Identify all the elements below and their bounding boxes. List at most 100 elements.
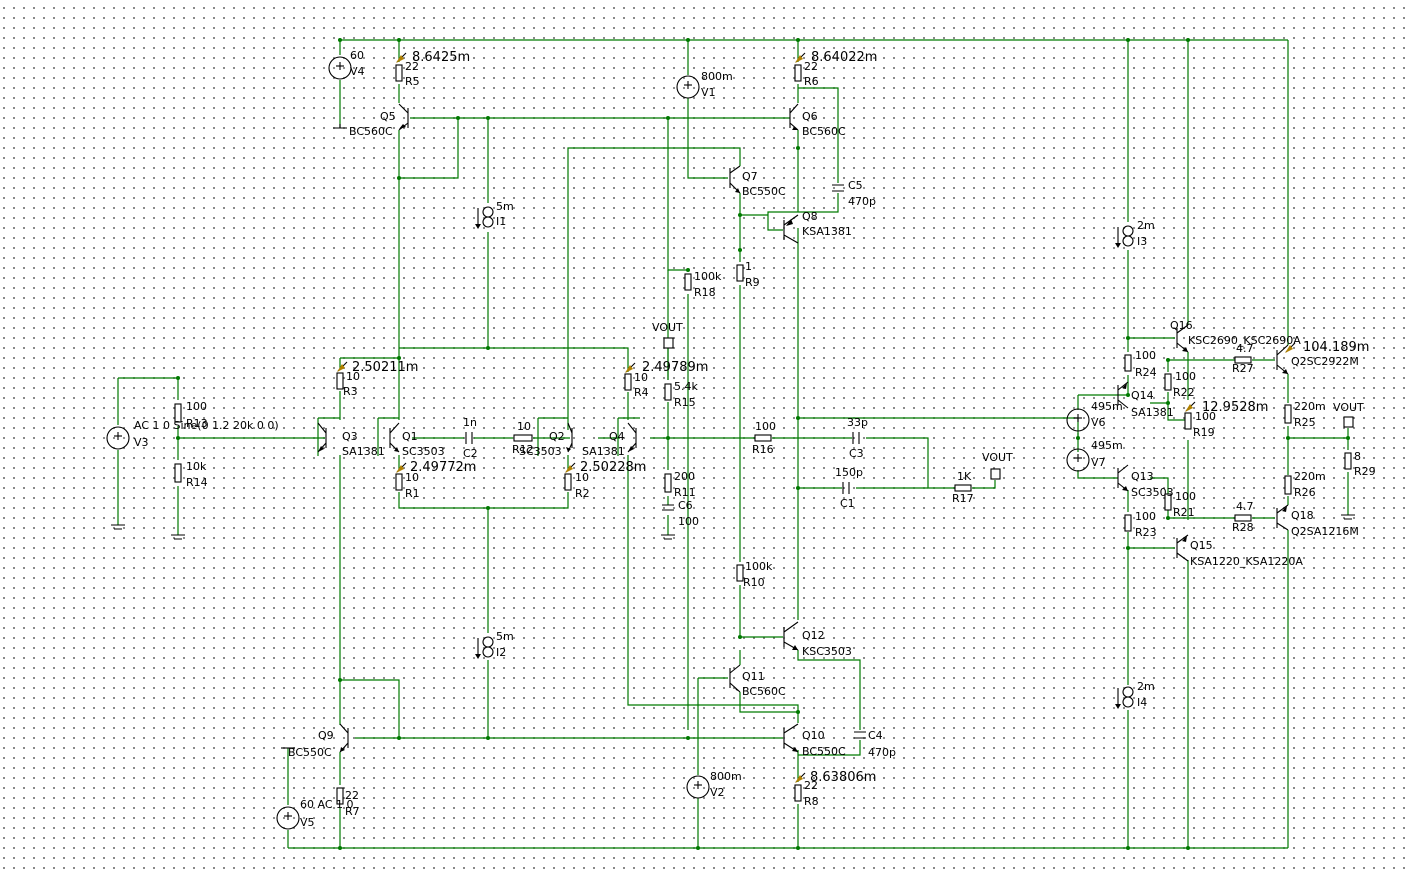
label-R8-value: 22 <box>804 779 818 792</box>
label-I3-value: 2m <box>1137 219 1155 232</box>
label-R21-value: 100 <box>1175 490 1196 503</box>
label-R3-value: 10 <box>346 370 360 383</box>
ground-icon <box>661 534 675 540</box>
label-V2-ref: V2 <box>710 786 725 799</box>
label-R21-ref: R21 <box>1173 506 1195 519</box>
label-R16-ref: R16 <box>752 443 774 456</box>
label-Q1-ref: Q1 <box>402 430 418 443</box>
label-R15-value: 5.4k <box>674 380 698 393</box>
transistor-Q1 <box>389 422 400 453</box>
capacitor-C1 <box>842 482 850 494</box>
ground-icon <box>171 534 185 540</box>
probe-icon <box>396 52 407 63</box>
label-Q11-value: BC560C <box>742 685 786 698</box>
label-R13-ref: R13 <box>186 417 208 430</box>
label-R10-ref: R10 <box>743 576 765 589</box>
label-V1-value: 800m <box>701 70 733 83</box>
label-Q2-ref: Q2 <box>549 430 565 443</box>
label-R18-value: 100k <box>694 270 722 283</box>
label-Q11-ref: Q11 <box>742 670 765 683</box>
transistor-Q15 <box>1176 534 1189 562</box>
label-Q17-value: Q2SC2922M <box>1291 355 1359 368</box>
resistor-R21 <box>1164 493 1172 511</box>
label-R29-value: 8 <box>1354 450 1361 463</box>
resistor-R11 <box>664 473 672 493</box>
label-C4-ref: C4 <box>868 729 883 742</box>
capacitor-C6 <box>662 504 674 511</box>
probe-icon <box>625 362 636 373</box>
label-R29-ref: R29 <box>1354 465 1376 478</box>
label-Q18-ref: Q18 <box>1291 509 1314 522</box>
voltage-source-V1 <box>676 75 700 99</box>
probe-icon <box>795 772 806 783</box>
resistor-R9 <box>736 264 744 282</box>
label-I4-value: 2m <box>1137 680 1155 693</box>
label-V1-ref: V1 <box>701 86 716 99</box>
label-R17-ref: R17 <box>952 492 974 505</box>
label-I2-ref: I2 <box>496 646 506 659</box>
labels: 60 V4 800m V1 800m V2 60 AC 1 0 V5 AC 1 … <box>134 49 1376 829</box>
label-Q16-ref: Q16 <box>1170 319 1193 332</box>
probe-readout: 2.49772m <box>410 460 476 475</box>
capacitor-C2 <box>465 432 473 444</box>
label-I1-ref: I1 <box>496 215 506 228</box>
label-V3-value: AC 1 0 Sine(0 1.2 20k 0 0) <box>134 419 279 432</box>
probe-readout: 2.50211m <box>352 360 418 375</box>
label-V4-value: 60 <box>350 49 364 62</box>
label-Q10-ref: Q10 <box>802 729 825 742</box>
voltage-source-V7 <box>1066 448 1090 472</box>
net-label-vout: VOUT <box>652 321 683 334</box>
label-V3-ref: V3 <box>134 436 149 449</box>
label-Q6-value: BC560C <box>802 125 846 138</box>
net-label-vout: VOUT <box>982 451 1013 464</box>
label-Q7-ref: Q7 <box>742 170 758 183</box>
transistor-Q17 <box>1276 344 1289 375</box>
resistor-R24 <box>1124 354 1132 372</box>
wires <box>117 39 1349 849</box>
label-R28-value: 4.7 <box>1236 500 1254 513</box>
ground-icon <box>333 124 347 129</box>
label-R6-ref: R6 <box>804 75 819 88</box>
label-Q5-value: BC560C <box>349 125 393 138</box>
label-R2-ref: R2 <box>575 487 590 500</box>
label-Q18-value: Q2SA1216M <box>1291 525 1359 538</box>
transistor-Q5 <box>398 103 409 131</box>
label-Q9-value: BC550C <box>288 746 332 759</box>
label-Q6-ref: Q6 <box>802 110 818 123</box>
junctions <box>176 38 1350 850</box>
resistor-R1 <box>395 473 403 491</box>
label-R7-value: 22 <box>345 789 359 802</box>
transistor-Q9 <box>339 723 349 753</box>
capacitor-C3 <box>852 432 860 444</box>
label-R26-value: 220m <box>1294 470 1326 483</box>
label-R15-ref: R15 <box>674 396 696 409</box>
label-R14-value: 10k <box>186 460 207 473</box>
label-Q13-ref: Q13 <box>1131 470 1154 483</box>
voltage-source-V5 <box>276 806 300 830</box>
label-Q3-value: SA1381 <box>342 445 385 458</box>
probe-readout: 12.9528m <box>1202 400 1268 415</box>
label-R12-value: 10 <box>517 420 531 433</box>
label-R4-value: 10 <box>634 371 648 384</box>
label-Q15-value: KSA1220_KSA1220A <box>1190 555 1303 568</box>
label-V7-ref: V7 <box>1091 456 1106 469</box>
label-V6-value: 495m <box>1091 400 1123 413</box>
label-V7-value: 495m <box>1091 439 1123 452</box>
label-R7-ref: R7 <box>345 805 360 818</box>
label-R9-value: 1 <box>745 260 752 273</box>
label-R23-ref: R23 <box>1135 526 1157 539</box>
resistor-R17 <box>954 484 972 492</box>
resistor-R23 <box>1124 514 1132 532</box>
transistor-Q7 <box>729 165 741 194</box>
label-R27-ref: R27 <box>1232 362 1254 375</box>
capacitor-C5 <box>832 184 844 192</box>
resistor-R29 <box>1344 452 1352 470</box>
net-label-vout: VOUT <box>1333 401 1364 414</box>
voltage-source-V6 <box>1066 408 1090 432</box>
transistor-Q14 <box>1117 381 1129 409</box>
label-R5-value: 22 <box>405 60 419 73</box>
current-source-I4 <box>1115 686 1134 709</box>
label-R14-ref: R14 <box>186 476 208 489</box>
label-Q3-ref: Q3 <box>342 430 358 443</box>
